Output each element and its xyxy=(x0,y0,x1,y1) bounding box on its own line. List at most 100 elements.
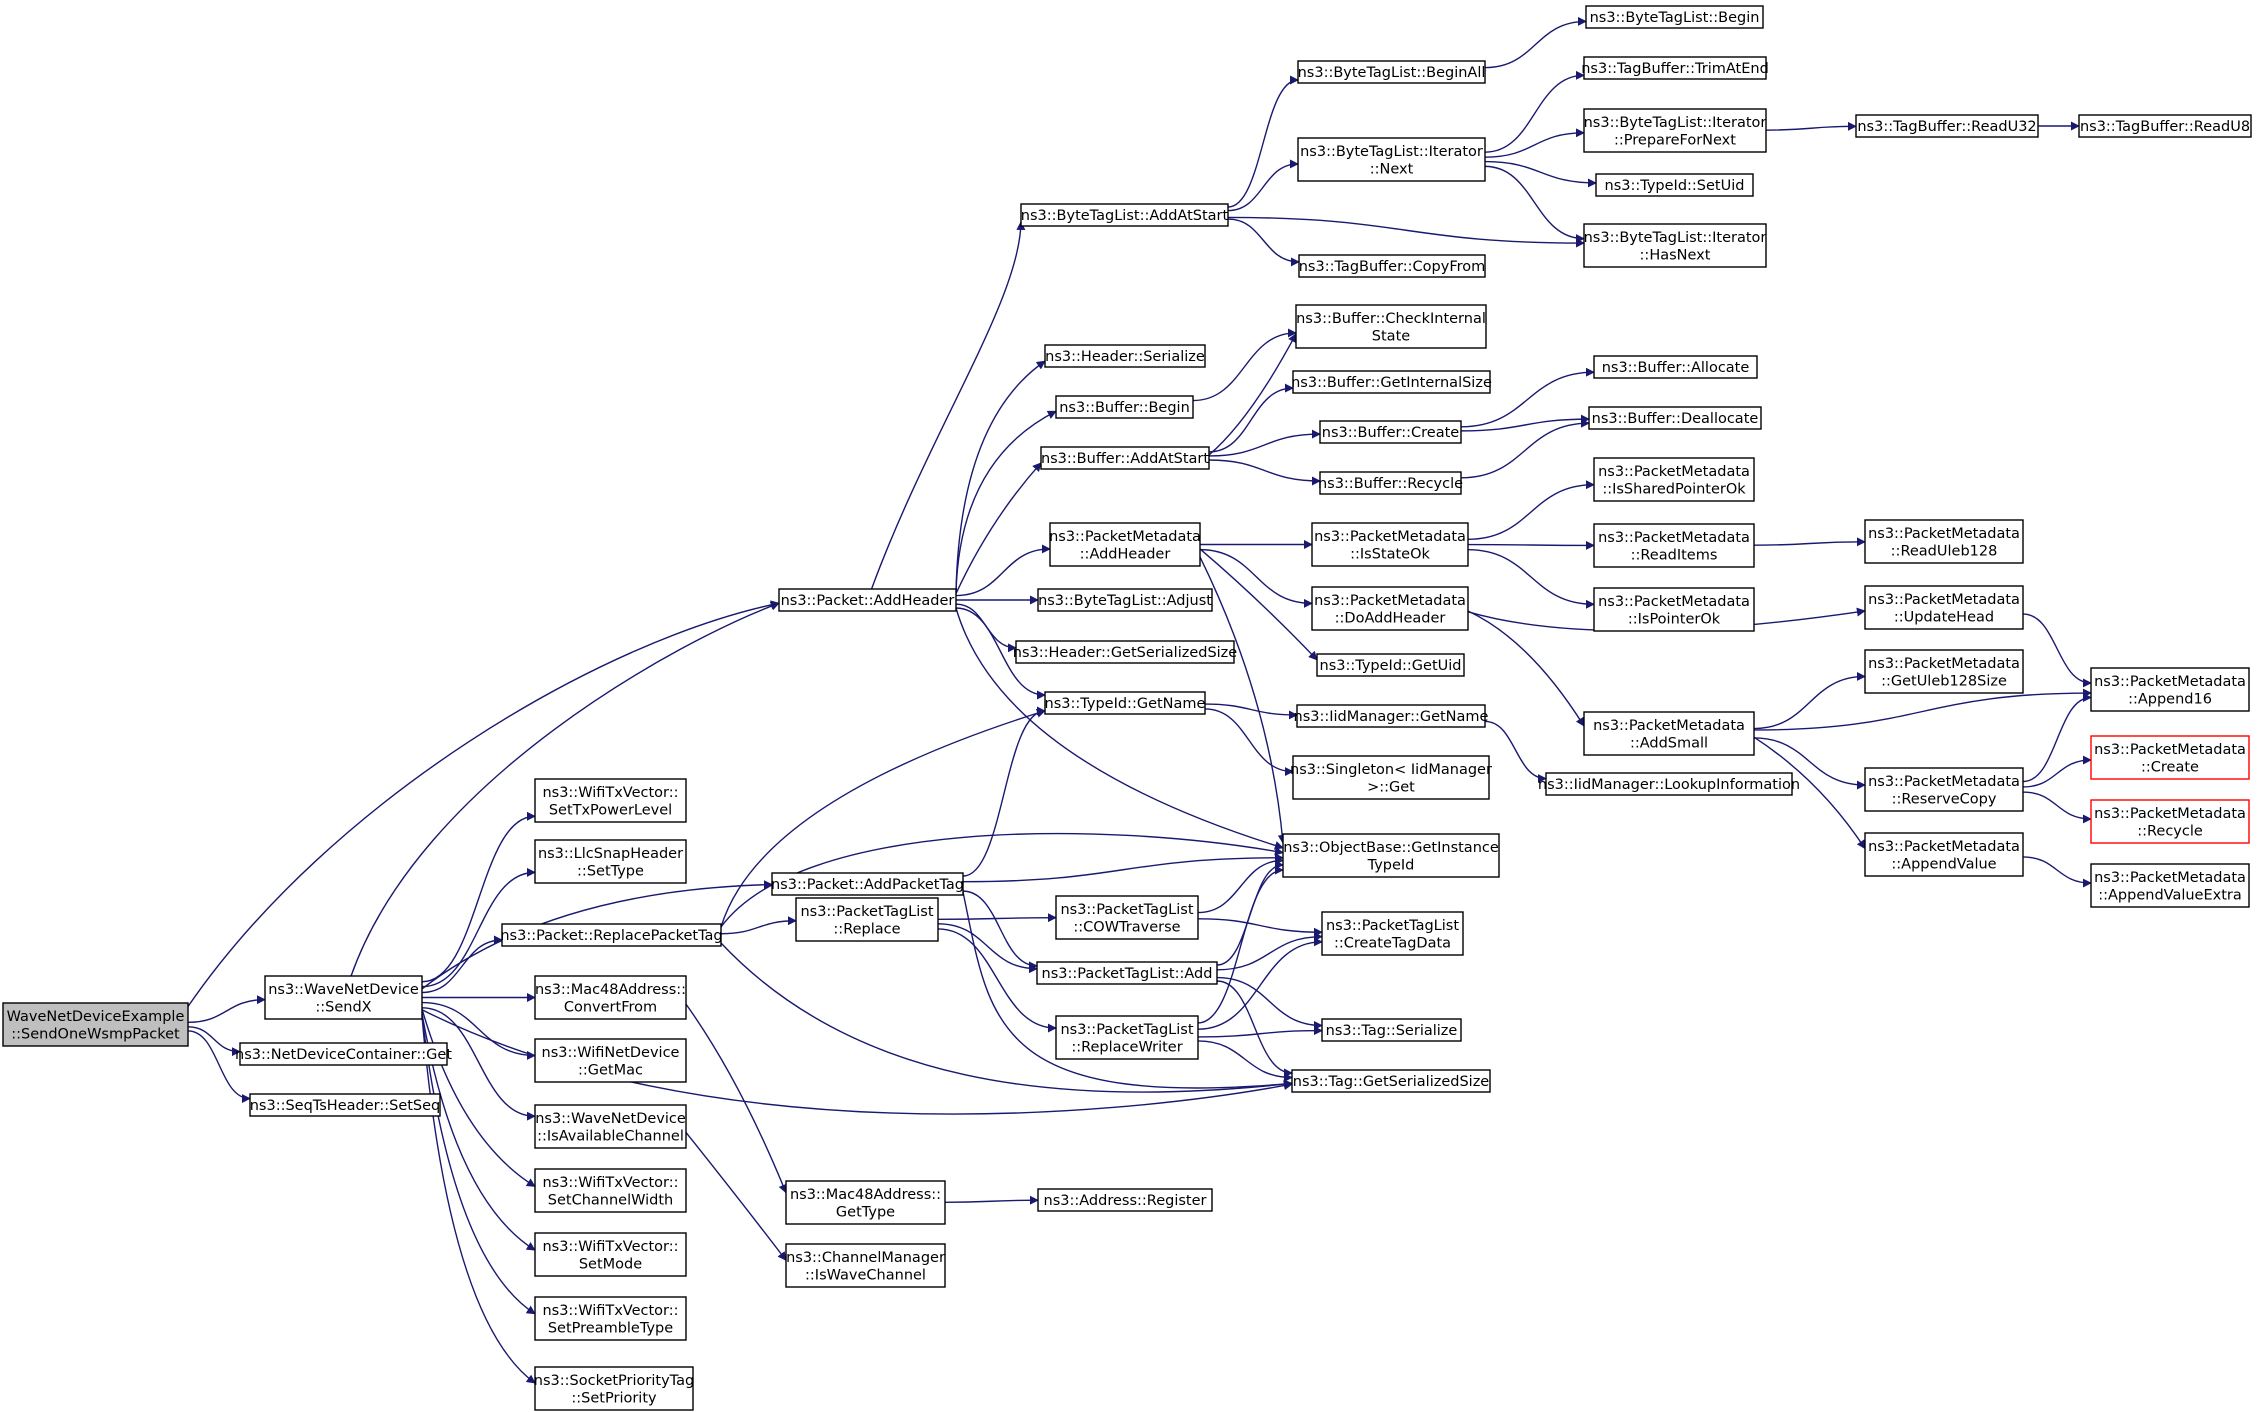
call-edge-line xyxy=(421,811,536,983)
call-edge xyxy=(1192,328,1297,402)
call-edge xyxy=(1460,418,1590,479)
function-node[interactable]: ns3::Tag::Serialize xyxy=(1321,1018,1462,1042)
function-node[interactable]: ns3::Mac48Address::GetType xyxy=(785,1180,946,1225)
function-node[interactable]: ns3::Mac48Address::ConvertFrom xyxy=(534,975,687,1020)
call-edge-line xyxy=(1208,429,1321,457)
function-node[interactable]: ns3::PacketTagList::ReplaceWriter xyxy=(1055,1015,1199,1060)
function-node[interactable]: ns3::ByteTagList::BeginAll xyxy=(1297,60,1486,84)
function-node[interactable]: ns3::PacketMetadata::AddSmall xyxy=(1583,711,1755,756)
call-edge-line xyxy=(1199,556,1287,844)
function-node[interactable]: ns3::WifiTxVector::SetChannelWidth xyxy=(534,1168,687,1213)
function-node[interactable]: ns3::PacketMetadata::AppendValueExtra xyxy=(2090,863,2250,908)
function-node[interactable]: ns3::WifiNetDevice::GetMac xyxy=(534,1038,687,1083)
function-node[interactable]: ns3::Packet::AddHeader xyxy=(778,588,957,612)
function-node[interactable]: ns3::WifiTxVector::SetMode xyxy=(534,1232,687,1277)
function-node-label: ::SendOneWsmpPacket xyxy=(11,1026,180,1042)
function-node[interactable]: ns3::PacketMetadata::ReserveCopy xyxy=(1864,767,2024,812)
function-node[interactable]: ns3::Packet::ReplacePacketTag xyxy=(500,923,723,947)
function-node[interactable]: ns3::PacketMetadata::ReadUleb128 xyxy=(1864,519,2024,564)
function-node[interactable]: ns3::PacketMetadata::UpdateHead xyxy=(1864,585,2024,630)
call-edge-line xyxy=(421,1007,536,1121)
function-node[interactable]: ns3::PacketMetadata::Append16 xyxy=(2090,667,2250,712)
function-node[interactable]: ns3::ByteTagList::Iterator::PrepareForNe… xyxy=(1583,108,1767,153)
function-node[interactable]: ns3::Buffer::Deallocate xyxy=(1588,406,1762,430)
function-node-label: ns3::PacketMetadata xyxy=(2094,806,2246,822)
call-edge xyxy=(1753,737,1866,790)
function-node[interactable]: ns3::Buffer::AddAtStart xyxy=(1040,446,1210,470)
function-node[interactable]: ns3::Header::GetSerializedSize xyxy=(1013,640,1238,664)
call-edge xyxy=(421,867,536,988)
function-node[interactable]: ns3::ChannelManager::IsWaveChannel xyxy=(785,1243,946,1288)
function-node[interactable]: ns3::Singleton< IidManager>::Get xyxy=(1290,755,1492,800)
function-node[interactable]: ns3::TypeId::SetUid xyxy=(1595,173,1754,197)
call-edge xyxy=(1467,610,1585,727)
function-node[interactable]: ns3::ByteTagList::Adjust xyxy=(1037,588,1213,612)
call-edge xyxy=(720,708,1046,928)
function-node[interactable]: ns3::WifiTxVector::SetTxPowerLevel xyxy=(534,778,687,823)
function-node[interactable]: ns3::WifiTxVector::SetPreambleType xyxy=(534,1296,687,1341)
function-node[interactable]: ns3::IidManager::LookupInformation xyxy=(1538,772,1800,796)
function-node-label: ns3::PacketMetadata xyxy=(1598,530,1750,546)
function-node[interactable]: ns3::PacketMetadata::Create xyxy=(2090,735,2250,780)
function-node[interactable]: ns3::LlcSnapHeader::SetType xyxy=(534,839,687,884)
function-node[interactable]: ns3::Tag::GetSerializedSize xyxy=(1291,1069,1491,1093)
function-node[interactable]: ns3::ByteTagList::AddAtStart xyxy=(1020,203,1229,227)
function-node[interactable]: ns3::ByteTagList::Begin xyxy=(1585,5,1764,29)
function-node[interactable]: ns3::PacketMetadata::IsStateOk xyxy=(1311,522,1469,567)
call-edge-line xyxy=(1204,708,1294,777)
function-node-label: TypeId xyxy=(1367,857,1415,873)
function-node[interactable]: ns3::WaveNetDevice::IsAvailableChannel xyxy=(534,1104,687,1149)
function-node[interactable]: ns3::TypeId::GetName xyxy=(1044,691,1206,715)
call-edge xyxy=(1227,75,1299,208)
function-node[interactable]: ns3::WaveNetDevice::SendX xyxy=(264,975,423,1020)
function-node[interactable]: ns3::PacketMetadata::GetUleb128Size xyxy=(1864,649,2024,694)
function-node[interactable]: ns3::NetDeviceContainer::Get xyxy=(235,1042,452,1066)
function-node[interactable]: ns3::PacketMetadata::AppendValue xyxy=(1864,832,2024,877)
function-node[interactable]: ns3::TypeId::GetUid xyxy=(1316,653,1465,677)
function-node[interactable]: ns3::Buffer::Begin xyxy=(1055,395,1194,419)
call-edge-line xyxy=(2022,791,2092,824)
function-node[interactable]: ns3::Buffer::Create xyxy=(1319,420,1462,444)
call-edge xyxy=(187,600,780,1007)
function-node-box xyxy=(1319,471,1462,495)
function-node[interactable]: ns3::SocketPriorityTag::SetPriority xyxy=(534,1366,694,1411)
function-node[interactable]: ns3::PacketMetadata::ReadItems xyxy=(1593,523,1755,568)
function-node[interactable]: ns3::Packet::AddPacketTag xyxy=(771,872,964,896)
function-node[interactable]: ns3::TagBuffer::CopyFrom xyxy=(1298,254,1486,278)
function-node[interactable]: ns3::SeqTsHeader::SetSeq xyxy=(249,1093,441,1117)
call-edge xyxy=(1765,121,1857,131)
function-node-box xyxy=(1298,254,1486,278)
call-edge-line xyxy=(1467,540,1595,550)
function-node[interactable]: ns3::IidManager::GetName xyxy=(1294,704,1489,728)
call-edge-line xyxy=(1467,610,1585,727)
function-node[interactable]: ns3::Address::Register xyxy=(1037,1188,1213,1212)
function-node[interactable]: ns3::PacketMetadata::AddHeader xyxy=(1049,522,1201,567)
function-node-label: ns3::Tag::Serialize xyxy=(1326,1023,1458,1039)
call-edge xyxy=(421,1008,536,1188)
function-node[interactable]: ns3::Buffer::Allocate xyxy=(1593,355,1758,379)
function-node[interactable]: ns3::PacketTagList::CreateTagData xyxy=(1321,911,1464,956)
function-node[interactable]: ns3::PacketMetadata::IsSharedPointerOk xyxy=(1593,457,1755,502)
function-node[interactable]: ns3::PacketMetadata::DoAddHeader xyxy=(1311,586,1469,631)
call-edge xyxy=(944,1195,1039,1205)
function-node[interactable]: ns3::ByteTagList::Iterator::HasNext xyxy=(1583,223,1767,268)
function-node[interactable]: ns3::TagBuffer::ReadU32 xyxy=(1855,114,2039,138)
call-edge-line xyxy=(421,1015,536,1315)
function-node[interactable]: ns3::PacketMetadata::IsPointerOk xyxy=(1593,587,1755,632)
function-node-label: ns3::TypeId::GetName xyxy=(1045,696,1206,712)
function-node[interactable]: ns3::Buffer::Recycle xyxy=(1318,471,1463,495)
function-node[interactable]: ns3::PacketMetadata::Recycle xyxy=(2090,799,2250,844)
function-node[interactable]: ns3::PacketTagList::Replace xyxy=(795,897,939,942)
function-node[interactable]: ns3::PacketTagList::Add xyxy=(1036,961,1218,985)
function-node[interactable]: ns3::TagBuffer::TrimAtEnd xyxy=(1581,56,1769,80)
function-node[interactable]: ns3::Buffer::GetInternalSize xyxy=(1291,370,1492,394)
call-edge xyxy=(1753,736,1866,850)
function-node[interactable]: ns3::TagBuffer::ReadU8 xyxy=(2078,114,2252,138)
function-node-label: ns3::Buffer::GetInternalSize xyxy=(1291,375,1492,391)
function-node[interactable]: ns3::PacketTagList::COWTraverse xyxy=(1055,895,1199,940)
function-node[interactable]: ns3::Header::Serialize xyxy=(1044,344,1206,368)
function-node[interactable]: ns3::ByteTagList::Iterator::Next xyxy=(1297,137,1486,182)
function-node-label: ns3::ByteTagList::AddAtStart xyxy=(1021,208,1229,224)
